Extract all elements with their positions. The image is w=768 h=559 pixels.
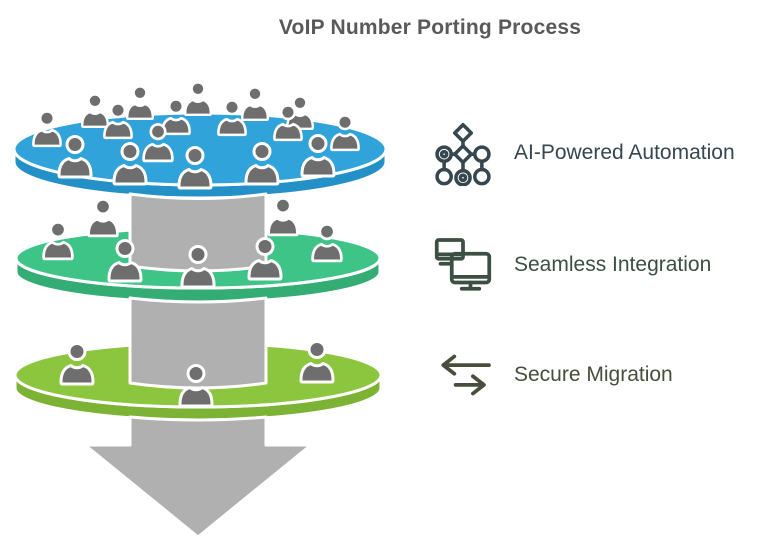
feature-label-integration: Seamless Integration <box>514 253 712 276</box>
person-icon <box>81 93 110 129</box>
page-title: VoIP Number Porting Process <box>278 16 582 39</box>
feature-row-automation: AI-Powered Automation <box>428 112 758 194</box>
transfer-arrows-icon <box>428 354 498 396</box>
feature-row-integration: Seamless Integration <box>428 224 758 306</box>
feature-row-migration: Secure Migration <box>428 334 758 416</box>
feature-label-automation: AI-Powered Automation <box>514 141 735 164</box>
funnel-diagram <box>12 81 388 539</box>
feature-label-migration: Secure Migration <box>514 363 673 386</box>
ai-network-icon <box>428 120 498 186</box>
person-icon <box>267 197 299 237</box>
column-segment-2 <box>128 296 268 390</box>
person-icon <box>126 85 155 121</box>
person-icon <box>183 81 213 117</box>
dual-monitors-icon <box>428 235 498 295</box>
down-arrow <box>83 415 313 539</box>
person-icon <box>87 198 119 238</box>
person-icon <box>240 86 270 122</box>
